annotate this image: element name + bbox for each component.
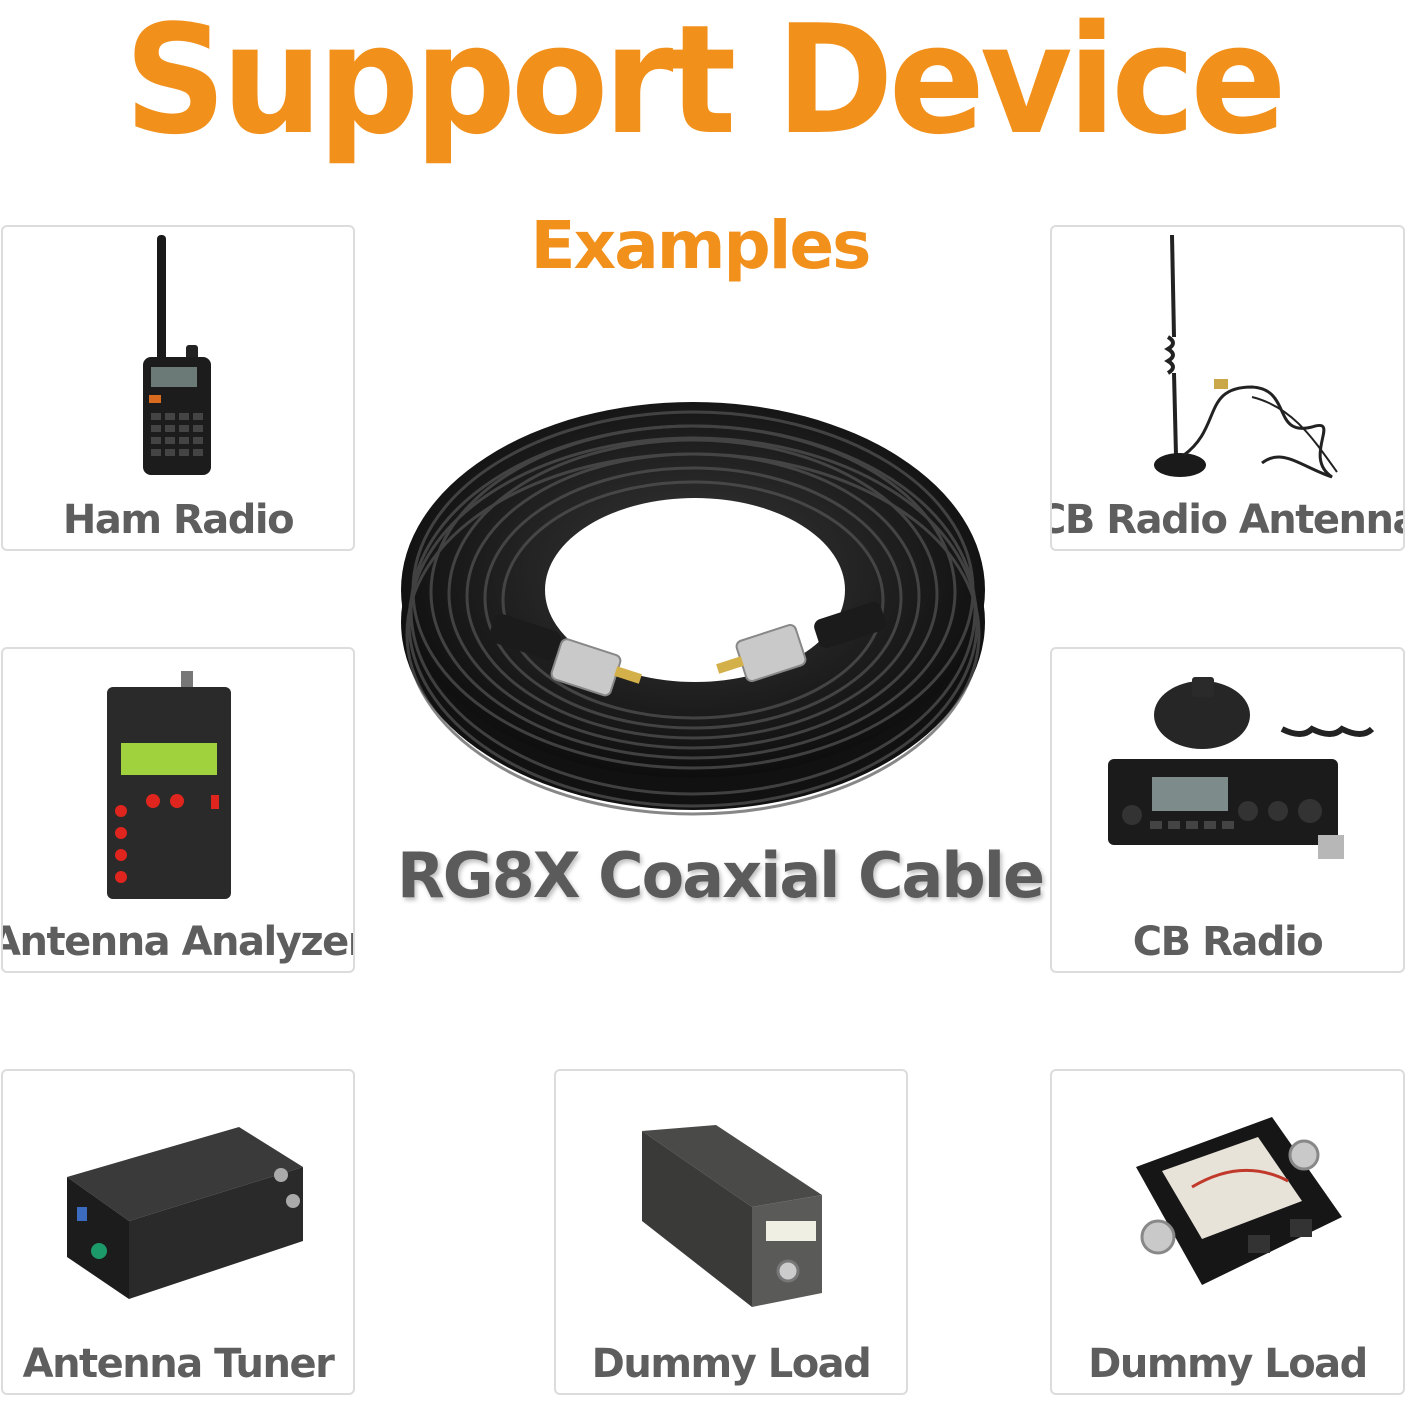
- card-label: Dummy Load: [591, 1341, 872, 1387]
- card-antenna-tuner: Antenna Tuner: [1, 1069, 355, 1395]
- card-cb-radio-antenna: CB Radio Antenna: [1050, 225, 1405, 551]
- handheld-radio-icon: [143, 235, 211, 475]
- card-label: Dummy Load: [1088, 1341, 1368, 1387]
- card-label: CB Radio: [1132, 919, 1324, 965]
- cb-radio-icon: [1108, 677, 1375, 859]
- coaxial-cable-image: [395, 360, 1005, 820]
- card-label: Ham Radio: [62, 497, 295, 543]
- cable-caption: RG8X Coaxial Cable: [396, 838, 1045, 912]
- card-label: Antenna Tuner: [22, 1341, 335, 1387]
- card-antenna-analyzer: Antenna Analyzer: [1, 647, 355, 973]
- card-cb-radio: CB Radio: [1050, 647, 1405, 973]
- magnetic-antenna-icon: [1154, 234, 1338, 479]
- card-ham-radio: Ham Radio: [1, 225, 355, 551]
- antenna-tuner-icon: [67, 1127, 303, 1299]
- card-label: Antenna Analyzer: [1, 919, 355, 965]
- dummy-load-icon: [642, 1125, 822, 1307]
- page-subtitle: Examples: [530, 206, 872, 284]
- coaxial-cable-coil-icon: [401, 402, 985, 816]
- antenna-analyzer-icon: [107, 671, 231, 899]
- swr-meter-icon: [1136, 1117, 1342, 1285]
- page-title: Support Device: [124, 0, 1286, 168]
- card-dummy-load-2: Dummy Load: [1050, 1069, 1405, 1395]
- card-dummy-load-1: Dummy Load: [554, 1069, 908, 1395]
- card-label: CB Radio Antenna: [1050, 497, 1405, 543]
